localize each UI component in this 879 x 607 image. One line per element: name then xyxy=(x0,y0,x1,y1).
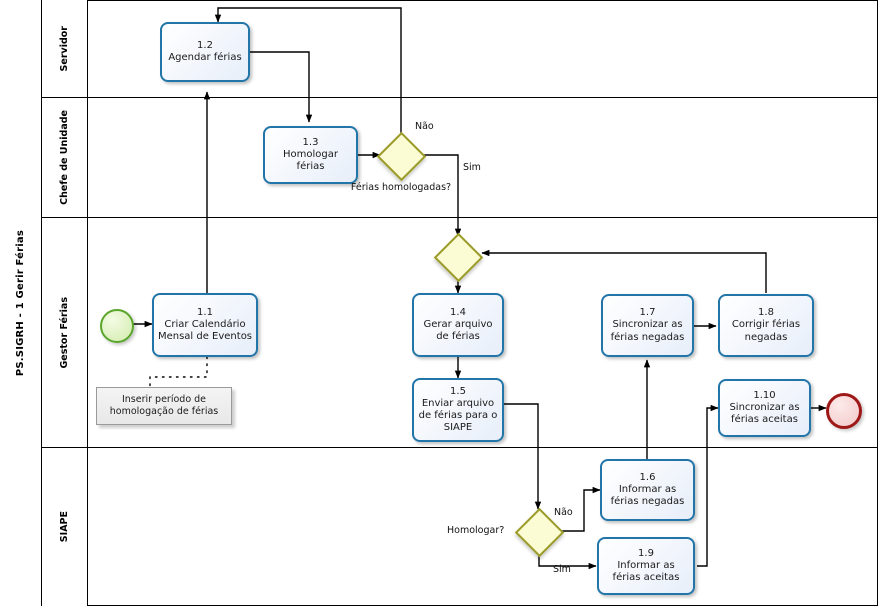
lane-label-gestor-ferias: Gestor Férias xyxy=(42,218,88,447)
task-1-4-label: Gerar arquivo de férias xyxy=(423,318,493,343)
lane-label-chefe-de-unidade: Chefe de Unidade xyxy=(42,98,88,217)
flow-15-to-gw-homologar xyxy=(504,403,542,510)
task-1-1-number: 1.1 xyxy=(197,306,213,318)
task-1-6[interactable]: 1.6 Informar as férias negadas xyxy=(600,459,695,521)
task-1-8-label: Corrigir férias negadas xyxy=(731,319,801,343)
gateway-ferias-homologadas[interactable] xyxy=(376,131,426,182)
flow-label-sim-homologar: Sim xyxy=(553,564,571,575)
flow-homologar-sim-to-19 xyxy=(538,553,597,570)
task-1-1-label: Criar Calendário Mensal de Eventos xyxy=(157,318,253,343)
task-1-10-number: 1.10 xyxy=(753,389,776,401)
task-1-4-number: 1.4 xyxy=(450,306,466,318)
task-1-10[interactable]: 1.10 Sincronizar as férias aceitas xyxy=(718,379,811,437)
flow-homologar-nao-to-16 xyxy=(560,486,601,532)
gateway-ferias-homologadas-label: Férias homologadas? xyxy=(350,182,452,193)
lane-gestor-ferias: Gestor Férias xyxy=(42,218,878,448)
lane-label-siape: SIAPE xyxy=(42,448,88,606)
lane-servidor: Servidor xyxy=(42,0,878,98)
flow-gw-sim-to-merge xyxy=(423,154,462,237)
task-1-7-label: Sincronizar as férias negadas xyxy=(610,319,685,343)
gateway-diamond-icon xyxy=(376,131,426,182)
lane-label-servidor: Servidor xyxy=(42,0,88,97)
task-1-9-label: Informar as férias aceitas xyxy=(612,559,680,584)
task-1-7-number: 1.7 xyxy=(639,307,656,319)
flow-label-sim-homologadas: Sim xyxy=(463,162,481,173)
task-1-2-number: 1.2 xyxy=(197,39,213,51)
flow-19-to-110 xyxy=(697,404,719,567)
task-1-3[interactable]: 1.3 Homologar férias xyxy=(263,126,358,184)
start-event[interactable] xyxy=(100,309,134,343)
lane-chefe-de-unidade: Chefe de Unidade xyxy=(42,98,878,218)
flow-12-to-13 xyxy=(250,51,313,123)
task-1-1[interactable]: 1.1 Criar Calendário Mensal de Eventos xyxy=(152,293,258,357)
gateway-homologar-label: Homologar? xyxy=(447,525,505,536)
task-1-5-label: Enviar arquivo de férias para o SIAPE xyxy=(418,397,498,434)
lane-siape: SIAPE xyxy=(42,448,878,606)
flow-gw-nao-to-12 xyxy=(214,7,402,133)
flow-label-nao-homologadas: Não xyxy=(415,121,434,132)
task-1-4[interactable]: 1.4 Gerar arquivo de férias xyxy=(412,293,504,357)
task-1-9-number: 1.9 xyxy=(638,547,654,559)
task-1-2-label: Agendar férias xyxy=(168,52,242,63)
association-11-to-annotation xyxy=(149,356,208,388)
task-1-3-label: Homologar férias xyxy=(283,148,338,173)
task-1-3-number: 1.3 xyxy=(302,136,319,148)
task-1-2[interactable]: 1.2 Agendar férias xyxy=(160,22,250,82)
task-1-10-label: Sincronizar as férias aceitas xyxy=(729,401,800,426)
task-1-8[interactable]: 1.8 Corrigir férias negadas xyxy=(718,294,814,357)
text-annotation-inserir-periodo: Inserir período de homologação de férias xyxy=(96,387,232,425)
end-event[interactable] xyxy=(826,393,862,429)
task-1-9[interactable]: 1.9 Informar as férias aceitas xyxy=(597,537,695,595)
gateway-diamond-icon xyxy=(433,232,483,283)
task-1-5[interactable]: 1.5 Enviar arquivo de férias para o SIAP… xyxy=(412,378,504,442)
task-1-6-label: Informar as férias negadas xyxy=(610,483,685,508)
task-1-7[interactable]: 1.7 Sincronizar as férias negadas xyxy=(601,294,694,357)
flow-label-nao-homologar: Não xyxy=(554,507,573,518)
task-1-5-number: 1.5 xyxy=(450,385,466,397)
task-1-8-number: 1.8 xyxy=(758,307,774,319)
text-annotation-label: Inserir período de homologação de férias xyxy=(109,393,219,417)
gateway-merge[interactable] xyxy=(433,232,483,283)
flow-18-to-merge xyxy=(481,249,767,293)
pool-title: PS.SIGRH - 1 Gerir Férias xyxy=(0,0,42,606)
task-1-6-number: 1.6 xyxy=(639,471,656,483)
